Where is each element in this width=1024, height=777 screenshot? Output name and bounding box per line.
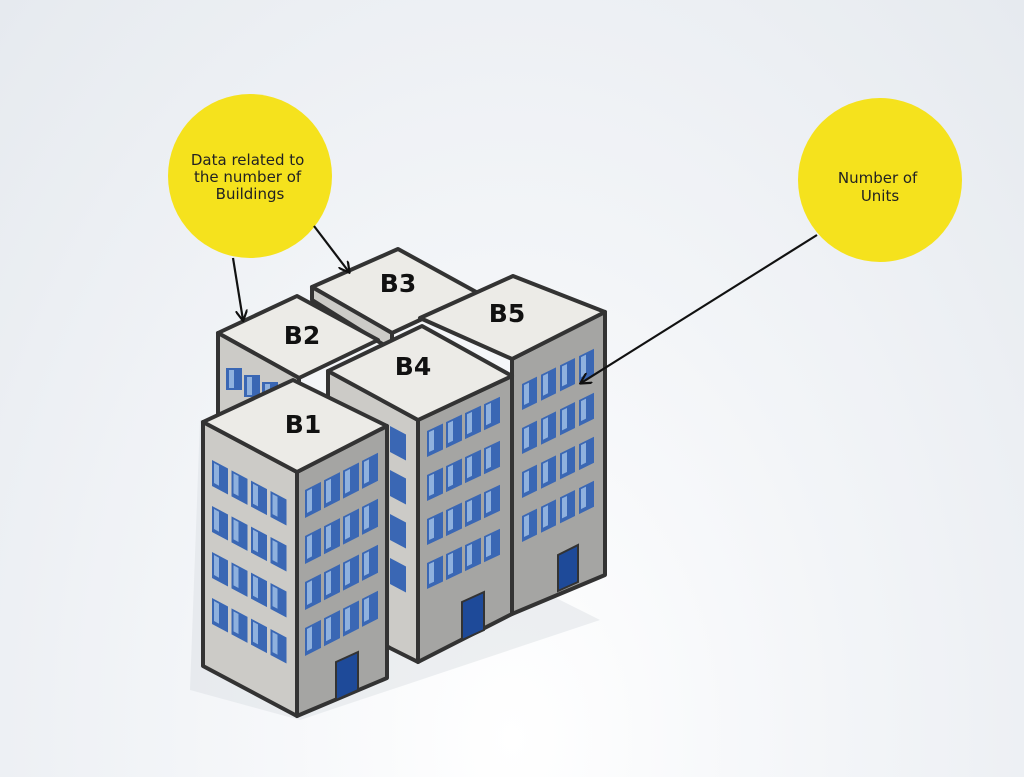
svg-text:Number of Units: Number of Units: [838, 169, 922, 205]
b1-right-window-glare: [326, 524, 331, 550]
b1-right-window-glare: [345, 607, 350, 632]
b1-left-window-glare: [253, 529, 258, 553]
b4-right-window-glare: [467, 455, 472, 479]
b1-left-window-glare: [233, 565, 239, 589]
b1-left-window-glare: [214, 555, 219, 578]
b5-right-window-glare: [562, 363, 567, 387]
b5-door: [557, 543, 579, 593]
b4-right-window-glare: [467, 499, 472, 523]
arrow-to-b5-units: [581, 234, 818, 383]
b1-right-window-glare: [307, 488, 312, 513]
b1-right-window-glare: [307, 534, 312, 559]
b4-right-window-glare: [429, 517, 434, 541]
b1-label: B1: [285, 410, 321, 439]
b1-left-window-glare: [253, 621, 258, 645]
b1-left-window-glare: [272, 540, 278, 563]
b4-right-window-glare: [429, 473, 434, 497]
b5-label: B5: [489, 299, 525, 328]
callout-units-circle: [798, 98, 962, 262]
b4-right-window-glare: [486, 446, 491, 470]
b5-right-window-glare: [581, 398, 586, 422]
b4-windows: [390, 396, 500, 593]
b1-roof: [201, 378, 389, 474]
b5-right-window-glare: [524, 426, 529, 450]
b4-right-window-glare: [486, 534, 491, 558]
b5-windows: [522, 348, 594, 542]
b5-right-window-glare: [524, 382, 529, 406]
callout-buildings-line-1: Data related to: [191, 151, 304, 169]
b4-right-window-glare: [448, 420, 453, 444]
b5-right-window-glare: [524, 514, 529, 538]
b1-windows: [212, 452, 378, 664]
b1-door: [335, 650, 359, 702]
b1-left-window-glare: [233, 519, 239, 543]
b4-right-window-glare: [467, 543, 472, 567]
b5-right-window-glare: [562, 407, 567, 431]
b1-right-window-glare: [364, 551, 369, 576]
b5-right-window-glare: [581, 354, 586, 378]
b2-label: B2: [284, 321, 320, 350]
b1-right-window-glare: [364, 505, 369, 530]
b1-left-window-glare: [253, 483, 258, 507]
callout-units-line-2: Units: [861, 187, 900, 205]
b5-right-window-glare: [543, 461, 548, 484]
b4-left-window: [390, 426, 406, 461]
callout-units: Number of Units: [798, 98, 962, 262]
b1-right-window-glare: [364, 459, 369, 484]
callout-buildings: Data related to the number of Buildings: [168, 94, 332, 258]
arrow-to-b3: [313, 225, 349, 272]
callout-buildings-line-2: the number of: [194, 168, 302, 186]
arrow-to-b2: [231, 257, 243, 320]
b4-left-window: [390, 470, 406, 505]
b1-left-window-glare: [233, 473, 239, 497]
b5-right-window-glare: [543, 505, 548, 528]
b4-roof: [326, 324, 514, 422]
b1-left-window-glare: [253, 575, 258, 599]
b1-left-window-glare: [272, 586, 278, 609]
b4-right-window-glare: [486, 402, 491, 426]
b4-left-window: [390, 514, 406, 549]
b1-right-window-glare: [326, 478, 331, 504]
b1-right-window-glare: [345, 561, 350, 586]
b3-label: B3: [380, 269, 416, 298]
b4-right-window-glare: [448, 464, 453, 488]
b1-left-window-glare: [214, 463, 219, 486]
building-b1: B1: [201, 378, 389, 718]
b5-right-window-glare: [581, 442, 586, 466]
b4-right-window-glare: [429, 429, 434, 453]
b4-right-window-glare: [467, 411, 472, 435]
b1-left-window-glare: [233, 611, 239, 635]
b1-right-window-glare: [307, 580, 312, 605]
b1-right-window-glare: [326, 570, 331, 596]
callout-buildings-circle: [168, 94, 332, 258]
building-b5: B5: [418, 274, 607, 616]
b4-right-window-glare: [429, 561, 434, 585]
callout-buildings-line-3: Buildings: [216, 185, 285, 203]
b4-right-window-glare: [448, 552, 453, 576]
svg-text:Data related to the numb: Data related to the number of Buildings: [191, 151, 309, 203]
b5-right-window-glare: [524, 470, 529, 494]
b5-roof: [418, 274, 607, 361]
b4-door: [461, 590, 485, 642]
b1-left-window-glare: [272, 632, 278, 655]
b5-right-window-glare: [562, 495, 567, 519]
b1-left-window-glare: [214, 509, 219, 532]
b4-right-window-glare: [486, 490, 491, 514]
b5-right-window-glare: [543, 417, 548, 440]
callout-units-line-1: Number of: [838, 169, 918, 187]
b4-left-window: [390, 558, 406, 593]
b4-right-window-glare: [448, 508, 453, 532]
b1-right-window-glare: [326, 616, 331, 642]
b1-right-window-glare: [364, 597, 369, 622]
b1-right-window-glare: [345, 469, 350, 494]
b5-right-window-glare: [562, 451, 567, 475]
b1-left-window-glare: [214, 601, 219, 624]
b5-right-window-glare: [581, 486, 586, 510]
b1-right-window-glare: [345, 515, 350, 540]
b4-label: B4: [395, 352, 431, 381]
b1-left-window-glare: [272, 494, 278, 517]
b1-right-window-glare: [307, 626, 312, 651]
b5-right-window-glare: [543, 373, 548, 396]
